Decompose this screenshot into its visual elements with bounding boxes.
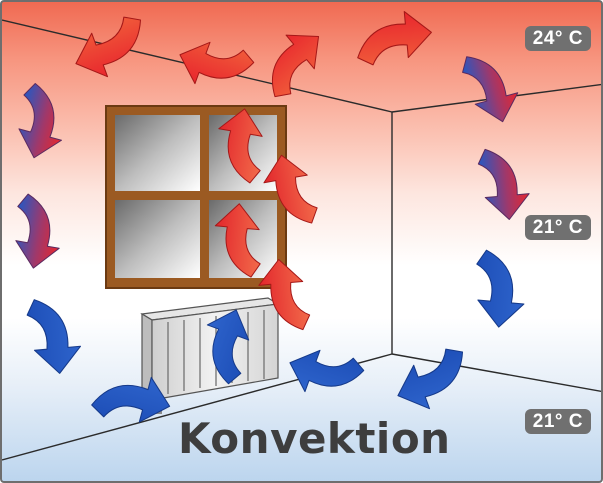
- cool-air-arrow: [470, 248, 529, 330]
- cooling-air-arrow: [8, 80, 75, 164]
- cooling-air-arrow: [476, 145, 532, 223]
- cooling-air-arrow: [7, 192, 69, 273]
- diagram-title: Konvektion: [178, 414, 451, 463]
- temperature-label-ceiling: 24° C: [524, 26, 591, 51]
- room-edges: [2, 19, 601, 461]
- warm-air-arrow: [66, 11, 156, 86]
- warm-air-arrow: [248, 19, 336, 104]
- temperature-label-floor: 21° C: [524, 409, 591, 434]
- cool-air-arrow: [25, 295, 84, 377]
- warm-air-arrow: [171, 29, 257, 101]
- temperature-label-middle: 21° C: [524, 215, 591, 240]
- warm-air-arrow: [353, 8, 435, 67]
- cooling-air-arrow: [458, 45, 525, 129]
- cool-air-arrow: [281, 337, 367, 409]
